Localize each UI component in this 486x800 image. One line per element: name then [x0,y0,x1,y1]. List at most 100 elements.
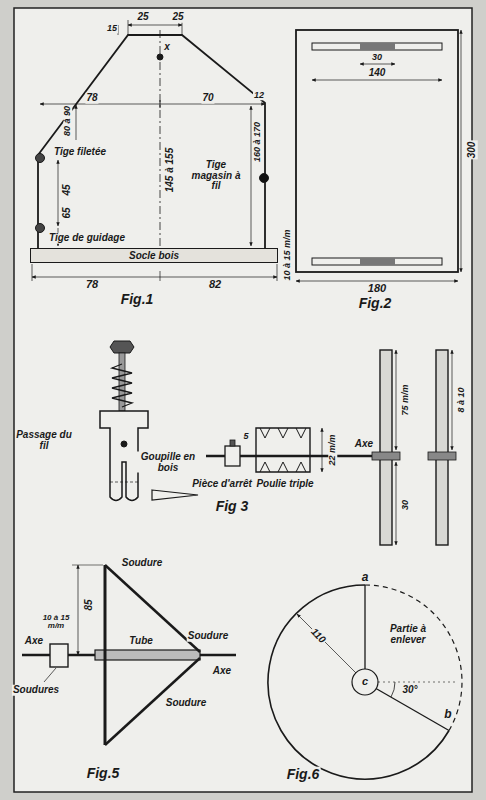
dimension: 160 à 170 [253,121,262,163]
nut [110,341,134,353]
part-name: Axe [24,636,44,647]
dimension-line [78,565,79,655]
slot [312,258,442,265]
point-mark: x [163,42,171,53]
figure-1 [32,20,277,281]
wire-store-rod [260,174,269,183]
triple-pulley [256,428,310,472]
dimension: 180 [367,283,387,295]
dimension: 30 [371,53,383,62]
dimension-line [322,428,323,472]
point-mark: a [361,571,370,584]
base-plan [296,30,458,272]
dimension: 10 à 15 m/m [39,614,73,631]
dimension: 78 [85,93,98,104]
dimension: 145 à 155 [165,147,176,194]
part-name: Soudures [12,685,60,696]
figure-6 [268,585,462,779]
spring [112,364,132,407]
reference-line [378,682,458,683]
support-plate [38,35,265,248]
dimension: 75 m/m [401,383,410,416]
tube [95,650,200,660]
dimension: 78 [85,279,99,291]
dimension-line [452,350,453,450]
arm [104,565,107,745]
point-mark: c [361,676,369,688]
wooden-base: Socle bois [30,248,278,263]
extension-line [72,565,103,566]
part-name: Goupille en bois [136,452,200,473]
dimension-line [396,462,397,545]
figure-number: Fig.2 [358,296,393,311]
figure-5 [22,565,236,745]
part-name: Passage du fil [15,430,73,451]
disc [268,585,449,779]
dimension-lines [32,20,277,281]
slot-bolt [360,258,395,265]
threaded-rod [36,154,45,163]
dimension: 300 [467,141,478,160]
dimension: 22 m/m [328,433,337,466]
upright [380,350,392,545]
figure-2 [296,30,461,281]
dimension: 110 [308,626,328,646]
dimension: 12 [253,91,265,100]
set-screw [230,440,235,446]
stop-collar [225,446,240,466]
dimension: 80 à 90 [63,105,72,137]
axle [256,455,310,458]
centre-line [160,30,161,248]
part-name: Soudure [165,698,208,709]
dimension-lines [296,30,461,281]
figure-3 [100,341,456,545]
dimension-line [297,614,356,673]
dimension: 10 à 15 m/m [283,228,292,281]
pulley-grooves [260,428,306,472]
pin-hole [121,441,127,447]
part-name: Tige magasin à fil [186,160,246,192]
dimension: 85 [84,598,95,611]
slot [312,43,442,50]
leader-line [44,668,56,682]
dimension: 30° [401,685,418,696]
dimension: 15 [106,24,118,33]
dimension: 65 [62,206,73,219]
dimension: 70 [201,93,214,104]
dimension: 5 [242,432,249,441]
dimension: 45 [62,183,73,196]
part-name: Axe [354,439,374,450]
part-name: Soudure [121,558,164,569]
threaded-stem [119,353,125,411]
part-name: Soudure [187,631,230,642]
angle-arc [391,682,395,697]
figure-number: Fig.5 [86,766,121,781]
dimension: 8 à 10 [457,386,466,413]
dimension: 25 [136,12,149,23]
dimension: 25 [171,12,184,23]
figure-number: Fig.1 [120,292,155,307]
hidden-line [110,482,138,483]
guide-rod [36,224,45,233]
part-name: Partie à enlever [376,624,440,645]
dimension: 140 [368,68,387,79]
part-name: Pièce d'arrêt [191,479,253,490]
slot-bolt [360,43,395,50]
dimension-line [396,350,397,450]
dimension: 30 [401,499,410,511]
page-frame [14,8,472,792]
part-name: Tige de guidage [48,233,126,244]
axle-bearing [372,452,400,460]
upright [436,350,448,545]
part-name: Tige filetée [53,147,107,158]
part-name: Poulie triple [255,479,314,490]
point-mark: b [443,708,452,721]
wooden-pin [152,490,198,500]
part-name: Axe [212,666,232,677]
figure-number: Fig 3 [215,499,250,514]
cut-line [364,585,365,669]
collar [50,644,68,667]
